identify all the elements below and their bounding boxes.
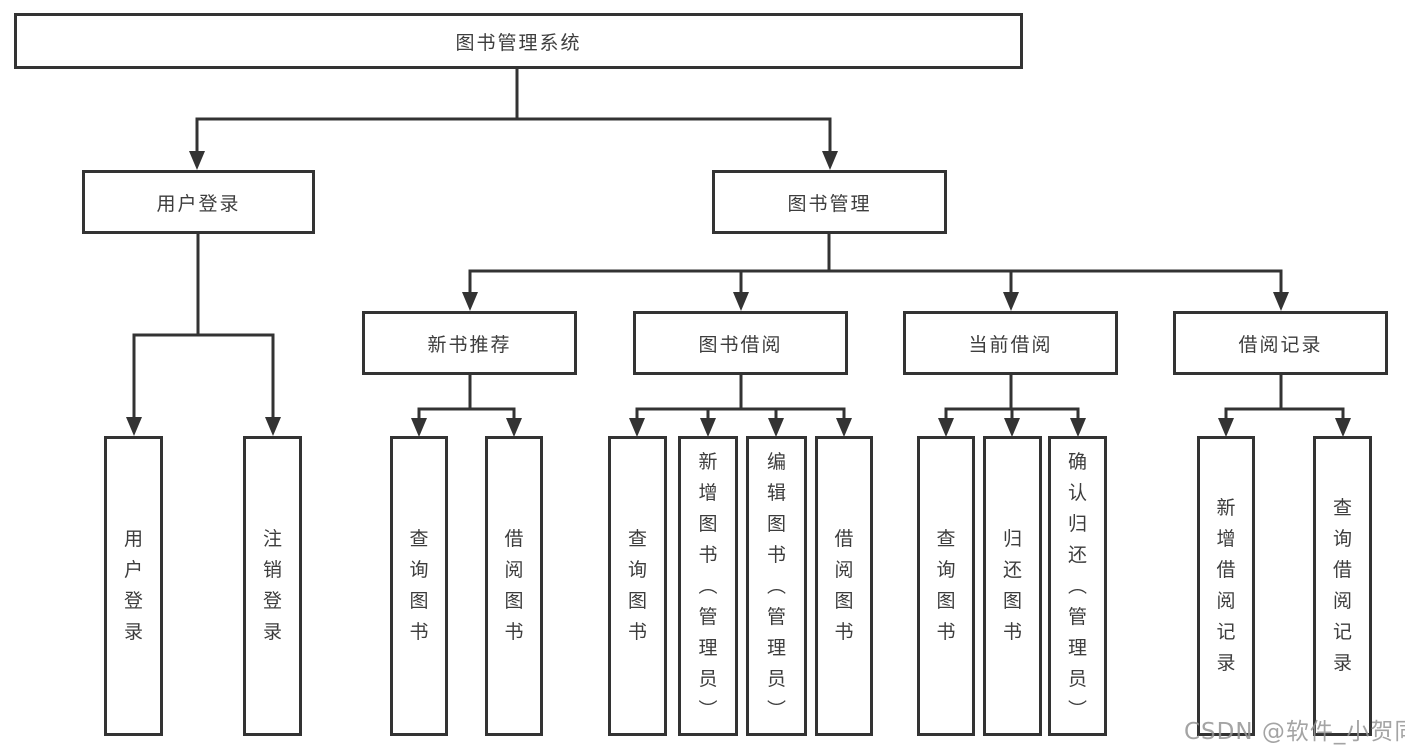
leaf-user-login: 用户登录 — [104, 436, 163, 736]
node-label: 借阅图书 — [504, 528, 524, 643]
connector-current-to-leaves — [944, 375, 1080, 420]
leaf-confirm-return-admin: 确认归还︵管理员︶ — [1048, 436, 1107, 736]
leaf-query-books-borrowing: 查询图书 — [608, 436, 667, 736]
connector-borrowing-to-leaves — [635, 375, 846, 420]
node-label: 用户登录 — [123, 528, 143, 643]
arrow-down-icon — [1004, 418, 1020, 437]
arrow-down-icon — [733, 292, 749, 311]
node-book-management: 图书管理 — [712, 170, 947, 234]
node-label: 新增借阅记录 — [1216, 497, 1236, 674]
node-label: 编辑图书︵管理员︶ — [766, 450, 786, 721]
arrow-down-icon — [1070, 418, 1086, 437]
node-label: 新增图书︵管理员︶ — [698, 450, 718, 721]
node-library-system: 图书管理系统 — [14, 13, 1023, 69]
node-label: 图书管理系统 — [455, 31, 582, 54]
node-user-login: 用户登录 — [82, 170, 315, 234]
arrow-down-icon — [822, 151, 838, 170]
csdn-watermark: CSDN @软件_小贺同学 — [1184, 719, 1405, 745]
node-label: 用户登录 — [156, 192, 241, 215]
arrow-down-icon — [1218, 418, 1234, 437]
connector-bookmgmt-to-level3 — [468, 234, 1283, 294]
connector-userlogin-to-leaves — [132, 233, 275, 419]
leaf-query-books-current: 查询图书 — [917, 436, 975, 736]
node-label: 新书推荐 — [427, 333, 512, 356]
arrow-down-icon — [1003, 292, 1019, 311]
leaf-edit-book-admin: 编辑图书︵管理员︶ — [746, 436, 807, 736]
arrow-down-icon — [700, 418, 716, 437]
leaf-logout: 注销登录 — [243, 436, 302, 736]
node-label: 确认归还︵管理员︶ — [1067, 450, 1087, 721]
leaf-return-books: 归还图书 — [983, 436, 1042, 736]
node-label: 查询图书 — [627, 528, 647, 643]
arrow-down-icon — [265, 417, 281, 436]
node-label: 借阅图书 — [834, 528, 854, 643]
leaf-borrow-books: 借阅图书 — [815, 436, 873, 736]
node-label: 图书管理 — [787, 192, 872, 215]
arrow-down-icon — [506, 418, 522, 437]
arrow-down-icon — [189, 151, 205, 170]
arrow-down-icon — [1335, 418, 1351, 437]
leaf-query-books-recommend: 查询图书 — [390, 436, 448, 736]
arrow-down-icon — [126, 417, 142, 436]
arrow-down-icon — [462, 292, 478, 311]
node-label: 图书借阅 — [698, 333, 783, 356]
leaf-add-book-admin: 新增图书︵管理员︶ — [678, 436, 738, 736]
node-borrowing-records: 借阅记录 — [1173, 311, 1388, 375]
node-label: 归还图书 — [1002, 528, 1022, 643]
arrow-down-icon — [768, 418, 784, 437]
node-current-borrowing: 当前借阅 — [903, 311, 1118, 375]
node-label: 查询图书 — [409, 528, 429, 643]
leaf-add-borrow-record: 新增借阅记录 — [1197, 436, 1255, 736]
arrow-down-icon — [629, 418, 645, 437]
node-label: 注销登录 — [262, 528, 282, 643]
node-book-borrowing: 图书借阅 — [633, 311, 848, 375]
node-new-book-recommend: 新书推荐 — [362, 311, 577, 375]
leaf-borrow-books-recommend: 借阅图书 — [485, 436, 543, 736]
arrow-down-icon — [938, 418, 954, 437]
arrow-down-icon — [411, 418, 427, 437]
leaf-query-borrow-record: 查询借阅记录 — [1313, 436, 1372, 736]
connector-root-to-level2 — [195, 69, 832, 153]
node-label: 查询借阅记录 — [1332, 497, 1352, 674]
node-label: 当前借阅 — [968, 333, 1053, 356]
connector-records-to-leaves — [1224, 375, 1345, 420]
node-label: 查询图书 — [936, 528, 956, 643]
arrow-down-icon — [836, 418, 852, 437]
arrow-down-icon — [1273, 292, 1289, 311]
connector-newbook-to-leaves — [417, 375, 516, 420]
node-label: 借阅记录 — [1238, 333, 1323, 356]
